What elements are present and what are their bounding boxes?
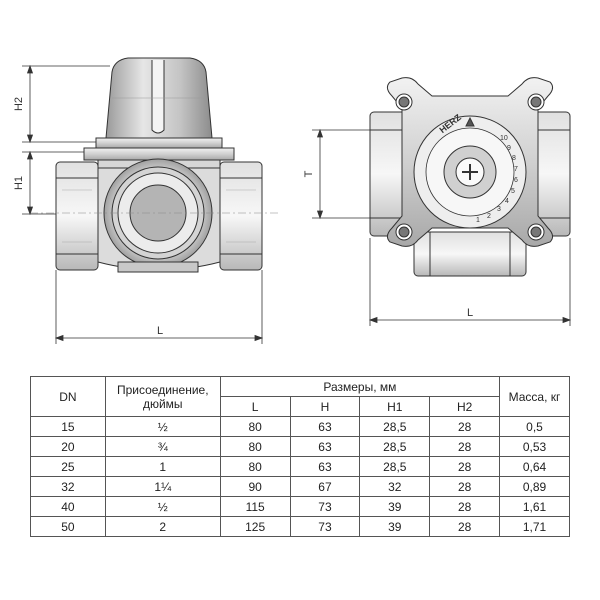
scale-mark: 2 — [487, 213, 491, 220]
table-row: 25 1 80 63 28,5 28 0,64 — [30, 456, 570, 477]
label-h2: H2 — [13, 97, 25, 111]
cell-h2: 28 — [429, 436, 501, 457]
dimension-l-front — [54, 270, 264, 344]
label-t: T — [303, 170, 315, 177]
cell-h2: 28 — [429, 496, 501, 517]
table-row: 32 1¼ 90 67 32 28 0,89 — [30, 476, 570, 497]
header-dn: DN — [30, 376, 106, 417]
technical-drawing: H2 H1 L — [13, 57, 572, 344]
cell-mass: 1,61 — [499, 496, 570, 517]
side-bottom-connection — [413, 231, 527, 277]
cell-h2: 28 — [429, 476, 501, 497]
cell-l: 115 — [219, 496, 291, 517]
dial-scale: 10 9 8 7 6 5 4 3 2 1 — [476, 135, 518, 224]
table-row: 50 2 125 73 39 28 1,71 — [30, 516, 570, 537]
table-row: 15 ½ 80 63 28,5 28 0,5 — [30, 416, 570, 437]
cell-l: 90 — [219, 476, 291, 497]
scale-mark: 3 — [497, 206, 501, 213]
scale-mark: 1 — [476, 217, 480, 224]
cell-h: 63 — [289, 436, 361, 457]
cell-l: 125 — [219, 516, 291, 537]
scale-mark: 6 — [514, 177, 518, 184]
cell-dn: 32 — [30, 476, 106, 497]
cell-h: 63 — [289, 456, 361, 477]
header-h: H — [289, 396, 361, 417]
scale-mark: 5 — [511, 188, 515, 195]
right-connection — [219, 161, 263, 271]
scale-mark: 9 — [507, 145, 511, 152]
cell-connection: ½ — [104, 496, 221, 517]
cell-h: 73 — [289, 516, 361, 537]
header-l: L — [219, 396, 291, 417]
label-l-front: L — [157, 325, 163, 337]
scale-mark: 4 — [505, 198, 509, 205]
cell-dn: 20 — [30, 436, 106, 457]
cell-h1: 28,5 — [359, 416, 431, 437]
cell-h1: 32 — [359, 476, 431, 497]
front-view — [30, 57, 280, 273]
label-h1: H1 — [13, 176, 25, 190]
actuator-collar — [95, 137, 223, 149]
cell-h1: 39 — [359, 516, 431, 537]
header-h2: H2 — [429, 396, 501, 417]
scale-mark: 7 — [514, 166, 518, 173]
cell-h: 67 — [289, 476, 361, 497]
cell-l: 80 — [219, 436, 291, 457]
dimension-l-side — [368, 238, 572, 326]
cell-h: 73 — [289, 496, 361, 517]
header-h1: H1 — [359, 396, 431, 417]
cell-mass: 0,5 — [499, 416, 570, 437]
header-connection: Присоединение, дюймы — [104, 376, 221, 417]
specification-table: DN Присоединение, дюймы Размеры, мм Масс… — [30, 376, 570, 537]
dimension-t — [312, 128, 372, 220]
cell-connection: 2 — [104, 516, 221, 537]
cell-h2: 28 — [429, 416, 501, 437]
header-mass: Масса, кг — [499, 376, 570, 417]
left-connection — [55, 161, 99, 271]
label-l-side: L — [467, 307, 473, 319]
cell-connection: ¾ — [104, 436, 221, 457]
cell-dn: 40 — [30, 496, 106, 517]
header-sizes: Размеры, мм — [219, 376, 501, 397]
dimension-h2 — [22, 64, 110, 144]
dimension-h1 — [22, 150, 84, 216]
cell-connection: ½ — [104, 416, 221, 437]
scale-mark: 10 — [500, 135, 508, 142]
cell-dn: 50 — [30, 516, 106, 537]
cell-l: 80 — [219, 416, 291, 437]
cell-connection: 1 — [104, 456, 221, 477]
cell-mass: 0,64 — [499, 456, 570, 477]
cell-h1: 28,5 — [359, 436, 431, 457]
cell-h1: 39 — [359, 496, 431, 517]
cell-h2: 28 — [429, 456, 501, 477]
cell-l: 80 — [219, 456, 291, 477]
cell-h: 63 — [289, 416, 361, 437]
table-row: 20 ¾ 80 63 28,5 28 0,53 — [30, 436, 570, 457]
side-view — [369, 77, 571, 277]
cell-h2: 28 — [429, 516, 501, 537]
scale-mark: 8 — [512, 155, 516, 162]
cell-connection: 1¼ — [104, 476, 221, 497]
cell-mass: 0,89 — [499, 476, 570, 497]
cell-mass: 1,71 — [499, 516, 570, 537]
cell-mass: 0,53 — [499, 436, 570, 457]
cell-dn: 25 — [30, 456, 106, 477]
cell-h1: 28,5 — [359, 456, 431, 477]
top-flange — [83, 147, 235, 161]
table-row: 40 ½ 115 73 39 28 1,61 — [30, 496, 570, 517]
cell-dn: 15 — [30, 416, 106, 437]
